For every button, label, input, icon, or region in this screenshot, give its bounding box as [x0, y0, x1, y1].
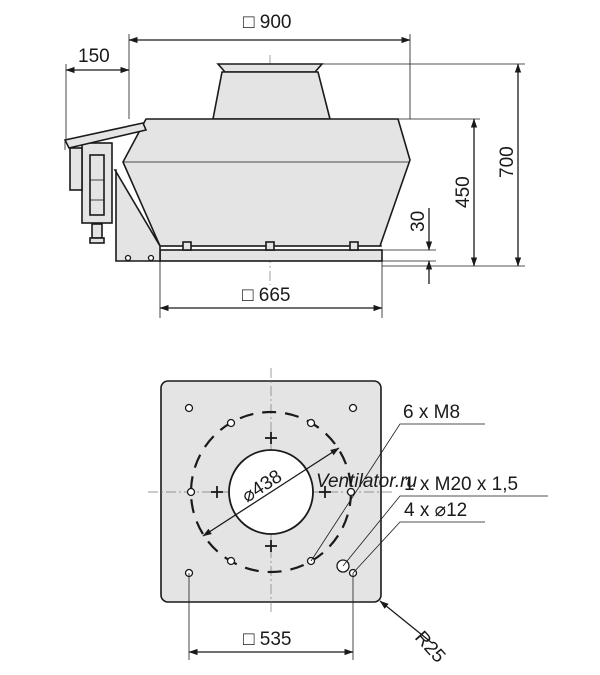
leader-m8: [310, 423, 485, 562]
base-bolt-3: [349, 241, 359, 251]
exhaust-cap: [216, 63, 324, 73]
dim-line-radius: [379, 600, 433, 644]
cable-gland-nut: [89, 237, 105, 244]
m8-hole-1: [226, 418, 236, 428]
m8-hole-5: [226, 556, 236, 566]
label-holes: 4 x ⌀12: [404, 500, 467, 521]
dim-text-700: 700: [497, 146, 518, 178]
dim-line-diameter: [202, 447, 340, 537]
leader-holes: [352, 521, 485, 574]
base-bolt-2: [265, 241, 275, 251]
dim-text-radius: R25: [410, 627, 449, 667]
base-bolt-1: [182, 241, 192, 251]
rain-cover: [63, 122, 148, 149]
label-m20: 1 x M20 x 1,5: [404, 474, 518, 495]
base-plate: [159, 249, 383, 262]
dim-text-30: 30: [408, 211, 429, 232]
plan-view: ⌀438 6 x M8 1 x M20 x 1,5 4 x ⌀12 Ventil…: [148, 368, 548, 667]
mount-hole-1: [124, 254, 132, 262]
dim-text-665: □ 665: [242, 285, 290, 306]
terminal-bracket: [113, 169, 161, 262]
m8-hole-4: [346, 487, 356, 497]
exhaust-stack: [212, 71, 332, 120]
terminal-box-inner: [89, 154, 105, 216]
dim-text-535: □ 535: [243, 629, 291, 650]
leader-m20: [342, 495, 548, 567]
dim-text-150: 150: [78, 46, 110, 67]
m8-hole-2: [306, 418, 316, 428]
dim-text-900: □ 900: [243, 12, 291, 33]
fan-housing: [122, 118, 411, 247]
watermark: Ventilator.ru: [316, 471, 417, 492]
dim-text-450: 450: [453, 176, 474, 208]
mount-hole-2: [147, 254, 155, 262]
cable-gland: [91, 223, 103, 239]
label-m8: 6 x M8: [403, 402, 460, 423]
m8-hole-3: [186, 487, 196, 497]
side-view: □ 900 150 700 450 30 □ 665: [63, 12, 525, 318]
corner-hole-2: [348, 403, 358, 413]
corner-hole-1: [184, 403, 194, 413]
side-strip: [69, 147, 83, 191]
